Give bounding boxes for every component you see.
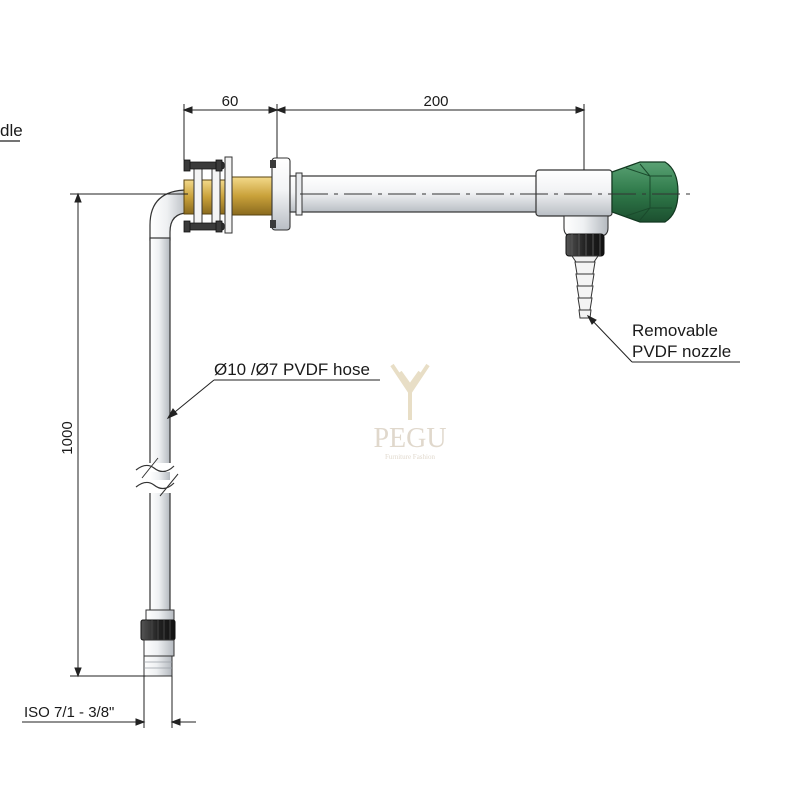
watermark: PEGU Furniture Fashion bbox=[373, 363, 447, 461]
bolts bbox=[183, 159, 225, 233]
valve-body bbox=[535, 161, 679, 319]
watermark-logo-icon bbox=[390, 363, 430, 420]
watermark-tagline: Furniture Fashion bbox=[385, 453, 435, 461]
hose-leader bbox=[166, 379, 380, 420]
bottom-fitting bbox=[140, 609, 176, 677]
nozzle-label-line1: Removable bbox=[632, 321, 718, 340]
nozzle-leader bbox=[586, 314, 740, 363]
break-marks bbox=[135, 457, 182, 497]
dimension-200-label: 200 bbox=[423, 93, 448, 110]
hose-label: Ø10 /Ø7 PVDF hose bbox=[214, 360, 370, 379]
watermark-brand: PEGU bbox=[373, 423, 446, 454]
dimension-200 bbox=[275, 104, 586, 170]
pvdf-hose bbox=[135, 189, 189, 677]
partial-label: dle bbox=[0, 121, 23, 142]
pvdf-nozzle bbox=[565, 233, 605, 319]
valve-knob-icon bbox=[611, 161, 679, 223]
partial-label-text: dle bbox=[0, 121, 23, 140]
dimension-60-label: 60 bbox=[222, 93, 239, 110]
dimension-1000-label: 1000 bbox=[59, 421, 76, 454]
nozzle-label-line2: PVDF nozzle bbox=[632, 342, 731, 361]
dimension-60 bbox=[182, 104, 279, 160]
dimension-1000 bbox=[70, 192, 188, 678]
dimension-thread bbox=[22, 676, 196, 728]
wall-mount-fitting bbox=[183, 156, 291, 234]
thread-label: ISO 7/1 - 3/8" bbox=[24, 704, 114, 721]
